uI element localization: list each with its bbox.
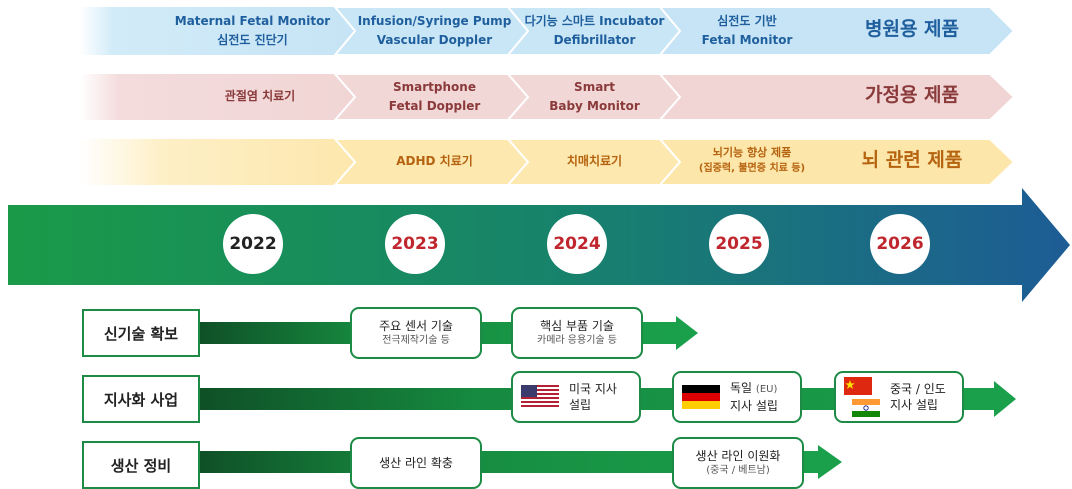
- hospital-item-4-line1: 심전도 기반: [717, 14, 777, 28]
- branch-milestone-germany: 독일 (EU) 지사 설립: [672, 371, 802, 423]
- tech-milestone-core-sub: 카메라 응용기술 등: [537, 335, 617, 346]
- brain-row-title: 뇌 관련 제품: [861, 149, 963, 171]
- brain-item-4-line2: (집중력, 불면증 치료 등): [698, 163, 806, 174]
- year-2024: 2024: [547, 214, 607, 274]
- production-milestone-dual: 생산 라인 이원화 (중국 / 베트남): [672, 437, 804, 489]
- home-item-1-line1: 관절염 치료기: [224, 89, 296, 103]
- tech-milestone-sensor: 주요 센서 기술 전극제작기술 등: [350, 307, 482, 359]
- branch-us-line1: 미국 지사: [569, 382, 617, 396]
- tech-milestone-core-main: 핵심 부품 기술: [540, 319, 614, 333]
- home-item-3: Smart Baby Monitor: [522, 78, 667, 116]
- year-2023: 2023: [385, 214, 445, 274]
- home-item-2: Smartphone Fetal Doppler: [352, 78, 517, 116]
- production-dual-main: 생산 라인 이원화: [695, 449, 781, 463]
- branch-label: 지사화 사업: [82, 375, 200, 423]
- production-dual-sub: (중국 / 베트남): [706, 465, 770, 476]
- hospital-item-1-line1: Maternal Fetal Monitor: [174, 14, 331, 28]
- hospital-row-title: 병원용 제품: [864, 18, 959, 40]
- branch-cn-line2: 지사 설립: [890, 398, 938, 412]
- home-item-2-line1: Smartphone: [393, 80, 476, 94]
- brain-item-2: ADHD 치료기: [352, 152, 517, 171]
- brain-item-4-line1: 뇌기능 향상 제품: [712, 146, 792, 159]
- year-2026: 2026: [870, 214, 930, 274]
- branch-de-line1: 독일: [730, 381, 753, 395]
- year-2025: 2025: [709, 214, 769, 274]
- home-item-2-line2: Fetal Doppler: [388, 99, 481, 113]
- branch-de-line2: 지사 설립: [730, 399, 778, 413]
- brain-item-3: 치매치료기: [522, 152, 667, 171]
- branch-cn-line1: 중국 / 인도: [890, 382, 946, 396]
- home-item-1: 관절염 치료기: [200, 87, 320, 106]
- production-expand-main: 생산 라인 확충: [379, 456, 453, 470]
- home-item-3-line1: Smart: [574, 80, 615, 94]
- hospital-item-1-line2: 심전도 진단기: [217, 33, 288, 47]
- branch-milestone-us: 미국 지사 설립: [511, 371, 641, 423]
- branch-milestone-china-india: 중국 / 인도 지사 설립: [834, 371, 964, 423]
- hospital-item-3: 다기능 스마트 Incubator Defibrillator: [522, 12, 667, 50]
- hospital-item-4: 심전도 기반 Fetal Monitor: [682, 12, 812, 50]
- production-label: 생산 정비: [82, 441, 200, 489]
- year-2022: 2022: [223, 214, 283, 274]
- hospital-item-2: Infusion/Syringe Pump Vascular Doppler: [352, 12, 517, 50]
- germany-flag-icon: [682, 385, 720, 409]
- hospital-item-3-line2: Defibrillator: [553, 33, 636, 47]
- hospital-item-4-line2: Fetal Monitor: [701, 33, 793, 47]
- brain-band: [80, 138, 1016, 186]
- brain-item-2-line1: ADHD 치료기: [396, 154, 473, 168]
- home-row-title: 가정용 제품: [864, 84, 959, 106]
- china-india-flag-icon: [844, 377, 880, 417]
- hospital-band: [80, 6, 1016, 56]
- hospital-item-2-line2: Vascular Doppler: [376, 33, 493, 47]
- brain-item-4: 뇌기능 향상 제품 (집중력, 불면증 치료 등): [682, 145, 822, 177]
- hospital-item-2-line1: Infusion/Syringe Pump: [357, 14, 512, 28]
- brain-item-3-line1: 치매치료기: [566, 154, 623, 168]
- branch-us-line2: 설립: [569, 398, 592, 412]
- hospital-item-3-line1: 다기능 스마트 Incubator: [524, 14, 665, 28]
- tech-label: 신기술 확보: [82, 309, 200, 357]
- us-flag-icon: [521, 385, 559, 409]
- hospital-item-1: Maternal Fetal Monitor 심전도 진단기: [165, 12, 340, 50]
- home-item-3-line2: Baby Monitor: [549, 99, 640, 113]
- timeline-arrow: [8, 188, 1070, 302]
- tech-milestone-sensor-main: 주요 센서 기술: [379, 319, 453, 333]
- tech-milestone-core: 핵심 부품 기술 카메라 응용기술 등: [511, 307, 643, 359]
- tech-milestone-sensor-sub: 전극제작기술 등: [382, 335, 450, 346]
- production-milestone-expand: 생산 라인 확충: [350, 437, 482, 489]
- branch-de-eu: (EU): [755, 384, 778, 395]
- home-band: [80, 73, 1016, 121]
